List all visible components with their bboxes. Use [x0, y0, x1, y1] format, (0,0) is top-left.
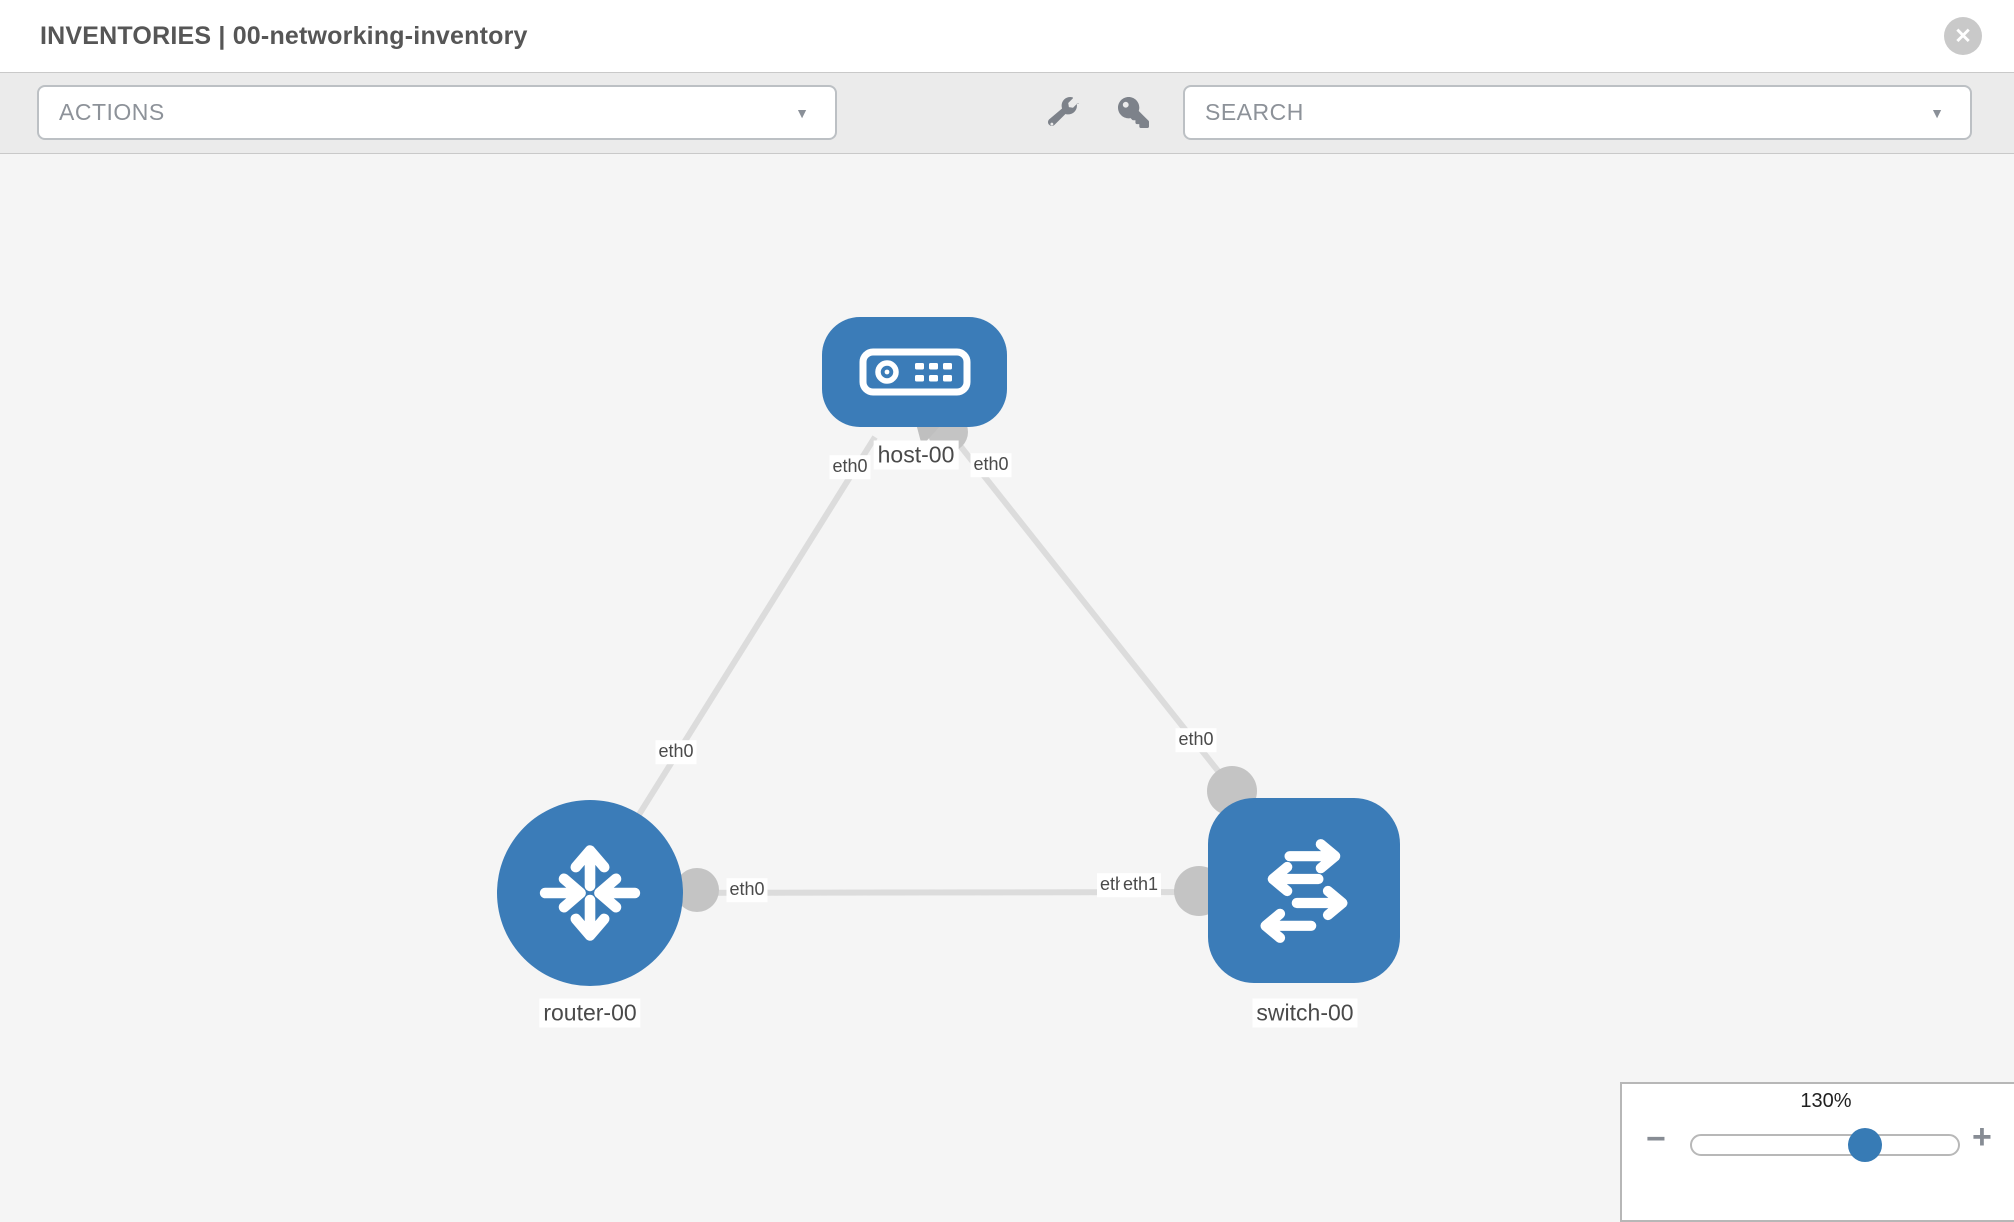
search-dropdown[interactable]: SEARCH ▼ — [1183, 85, 1972, 140]
node-label-switch-00: switch-00 — [1252, 998, 1358, 1028]
zoom-panel: 130% − + — [1620, 1082, 2014, 1222]
host-icon — [859, 348, 970, 396]
search-dropdown-label: SEARCH — [1205, 99, 1304, 125]
chevron-down-icon: ▼ — [795, 104, 809, 121]
interface-label: eth0 — [829, 455, 871, 479]
close-glyph: ✕ — [1954, 24, 1972, 48]
interface-label: eth0 — [726, 878, 768, 902]
header-bar: INVENTORIES | 00-networking-inventory ✕ — [0, 0, 2014, 73]
configure-button[interactable] — [1036, 85, 1091, 140]
router-icon — [539, 845, 641, 941]
key-icon — [1118, 97, 1149, 128]
wrench-icon — [1048, 97, 1079, 126]
toolbar: ACTIONS ▼ SEARCH ▼ — [0, 73, 2014, 154]
credentials-button[interactable] — [1106, 85, 1161, 140]
node-switch-00[interactable] — [1208, 798, 1400, 983]
node-label-router-00: router-00 — [539, 998, 641, 1028]
zoom-slider-knob[interactable] — [1848, 1128, 1882, 1162]
zoom-out-button[interactable]: − — [1646, 1120, 1666, 1158]
interface-label: eth0 — [1175, 728, 1217, 752]
actions-dropdown-label: ACTIONS — [59, 99, 165, 125]
switch-icon — [1260, 838, 1348, 943]
actions-dropdown[interactable]: ACTIONS ▼ — [37, 85, 837, 140]
zoom-percentage: 130% — [1800, 1090, 1852, 1112]
close-icon[interactable]: ✕ — [1944, 17, 1982, 55]
interface-label: eth0 — [655, 740, 697, 764]
node-host-00[interactable] — [822, 317, 1007, 427]
interface-label: eth0 — [970, 453, 1012, 477]
zoom-slider-track[interactable] — [1690, 1134, 1960, 1156]
page-title: INVENTORIES | 00-networking-inventory — [40, 21, 528, 50]
zoom-in-button[interactable]: + — [1972, 1118, 1992, 1156]
node-label-host-00: host-00 — [873, 440, 959, 470]
node-router-00[interactable] — [497, 800, 683, 986]
chevron-down-icon: ▼ — [1930, 104, 1944, 121]
interface-label: eth1 — [1120, 873, 1162, 897]
